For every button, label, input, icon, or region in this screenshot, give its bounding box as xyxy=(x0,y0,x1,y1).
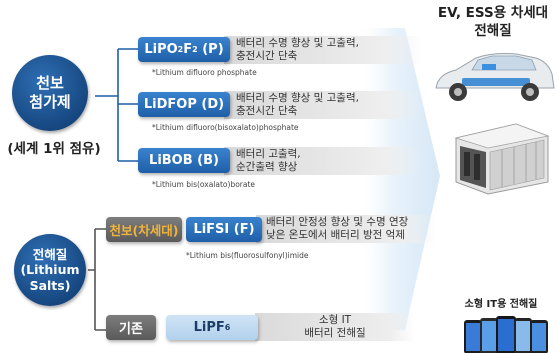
lipf6-desc-line1: 소형 IT xyxy=(318,314,352,326)
lipf6-desc-line2: 배터리 전해질 xyxy=(304,327,366,339)
ev-ess-heading-line1: EV, ESS용 차세대 xyxy=(437,5,549,21)
lipf6-main: LiPF xyxy=(193,320,225,335)
lifsi-desc-line1: 배터리 안정성 향상 및 수명 연장 xyxy=(266,216,409,228)
additive-desc-b-line1: 배터리 고출력, xyxy=(236,148,301,160)
lipf6-desc: 소형 IT 배터리 전해질 xyxy=(255,313,415,341)
lipo2f2-sub1: 2 xyxy=(177,45,184,54)
additive-pill-libob: LiBOB (B) xyxy=(138,148,230,173)
lifsi-desc-line2: 낮은 온도에서 배터리 방전 억제 xyxy=(266,229,405,241)
ev-ess-heading: EV, ESS용 차세대 전해질 xyxy=(428,4,558,40)
additive-desc-b: 배터리 고출력, 순간출력 향상 xyxy=(224,147,422,175)
electrolyte-circle: 전해질 (Lithium Salts) xyxy=(14,234,86,306)
ess-cabinet-image xyxy=(454,123,550,195)
additive-pill-lidfop: LiDFOP (D) xyxy=(138,92,230,117)
lipo2f2-tail: (P) xyxy=(197,42,224,57)
additive-note-d: *Lithium difluoro(bisoxalato)phosphate xyxy=(152,123,299,132)
lipf6-sub: 6 xyxy=(224,323,231,332)
next-gen-pill: 천보(차세대) xyxy=(106,217,182,242)
electrolyte-circle-line1: 전해질 xyxy=(32,246,68,262)
lipo2f2-main: LiPO xyxy=(144,42,178,57)
additive-desc-p-line1: 배터리 수명 향상 및 고출력, xyxy=(236,37,359,49)
smartphones-image xyxy=(464,316,548,353)
additive-circle: 천보 첨가제 xyxy=(12,55,88,131)
additive-note-p: *Lithium difluoro phosphate xyxy=(152,68,257,77)
lifsi-pill: LiFSI (F) xyxy=(186,217,262,242)
additive-desc-p: 배터리 수명 향상 및 고출력, 충전시간 단축 xyxy=(224,36,422,64)
electrolyte-circle-line3: Salts) xyxy=(29,277,71,293)
additive-desc-d-line1: 배터리 수명 향상 및 고출력, xyxy=(236,92,359,104)
small-it-heading: 소형 IT용 전해질 xyxy=(464,299,538,310)
additive-desc-d: 배터리 수명 향상 및 고출력, 충전시간 단축 xyxy=(224,91,422,119)
existing-pill: 기존 xyxy=(106,315,156,340)
additive-desc-d-line2: 충전시간 단축 xyxy=(236,105,298,117)
additive-desc-p-line2: 충전시간 단축 xyxy=(236,50,298,62)
additive-circle-line2: 첨가제 xyxy=(29,93,71,111)
lifsi-note: *Lithium bis(fluorosulfonyl)imide xyxy=(186,251,309,260)
ev-car-image xyxy=(435,53,555,101)
lipo2f2-sub2: 2 xyxy=(192,45,198,54)
rank-caption: (세계 1위 점유) xyxy=(7,141,101,157)
electrolyte-circle-line2: (Lithium xyxy=(20,262,80,278)
lifsi-desc: 배터리 안정성 향상 및 수명 연장 낮은 온도에서 배터리 방전 억제 xyxy=(256,215,436,243)
ev-ess-heading-line2: 전해질 xyxy=(474,23,512,39)
lipo2f2-mid: F xyxy=(183,42,193,57)
additive-desc-b-line2: 순간출력 향상 xyxy=(236,161,298,173)
additive-note-b: *Lithium bis(oxalato)borate xyxy=(152,180,256,189)
additive-circle-line1: 천보 xyxy=(36,74,64,93)
